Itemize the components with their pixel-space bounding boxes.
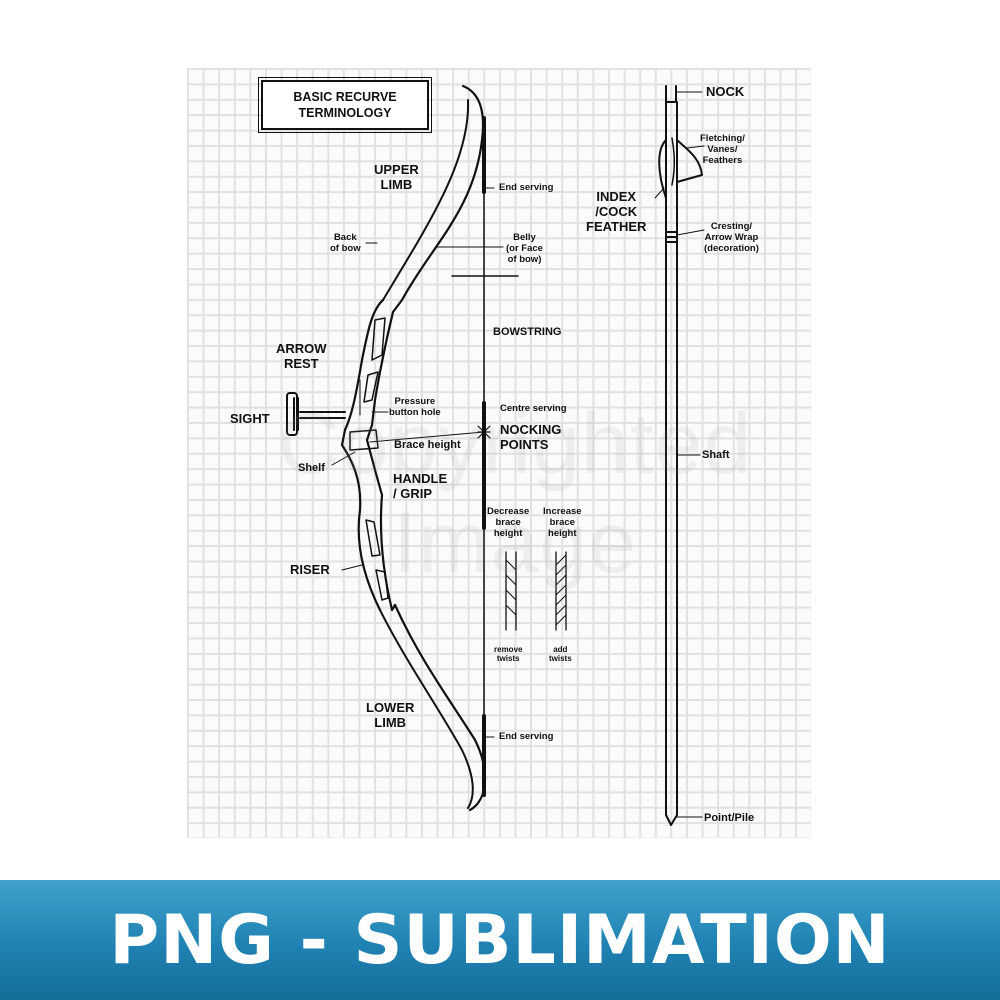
grid-paper-background xyxy=(187,68,811,838)
label-shelf: Shelf xyxy=(298,462,325,474)
label-nock: NOCK xyxy=(706,84,745,99)
upper-limb-back xyxy=(382,99,470,301)
lower-limb-back xyxy=(379,609,474,809)
label-brace-height: Brace height xyxy=(394,439,461,451)
label-fletching: Fletching/Vanes/Feathers xyxy=(700,133,745,166)
diagram-title-box: BASIC RECURVE TERMINOLOGY xyxy=(258,77,432,133)
label-end-serving-bottom: End serving xyxy=(499,731,554,742)
label-sight: SIGHT xyxy=(230,411,270,426)
watermark-text: Copyrighted Image xyxy=(277,396,753,591)
arrow-point xyxy=(665,814,678,826)
label-cresting: Cresting/Arrow Wrap(decoration) xyxy=(704,221,759,254)
fletching-left xyxy=(658,139,667,199)
title-line-2: TERMINOLOGY xyxy=(298,106,392,120)
banner-text: PNG - SUBLIMATION xyxy=(109,900,891,980)
upper-limb xyxy=(391,84,485,314)
arrow-nock xyxy=(665,85,677,103)
label-handle-grip: HANDLE/ GRIP xyxy=(393,471,448,501)
increase-twist-illustration xyxy=(555,551,567,631)
sublimation-banner: PNG - SUBLIMATION xyxy=(0,880,1000,1000)
label-end-serving-top: End serving xyxy=(499,182,554,193)
label-shaft: Shaft xyxy=(702,449,730,461)
fletching-right xyxy=(676,139,703,183)
label-point-pile: Point/Pile xyxy=(704,812,755,824)
title-line-1: BASIC RECURVE xyxy=(293,89,397,104)
label-centre-serving: Centre serving xyxy=(500,403,567,414)
label-bowstring: BOWSTRING xyxy=(493,326,562,338)
decrease-twist-illustration xyxy=(505,551,517,631)
recurve-bow-diagram xyxy=(286,84,705,826)
riser-inner xyxy=(340,298,385,612)
label-riser: RISER xyxy=(290,562,330,577)
